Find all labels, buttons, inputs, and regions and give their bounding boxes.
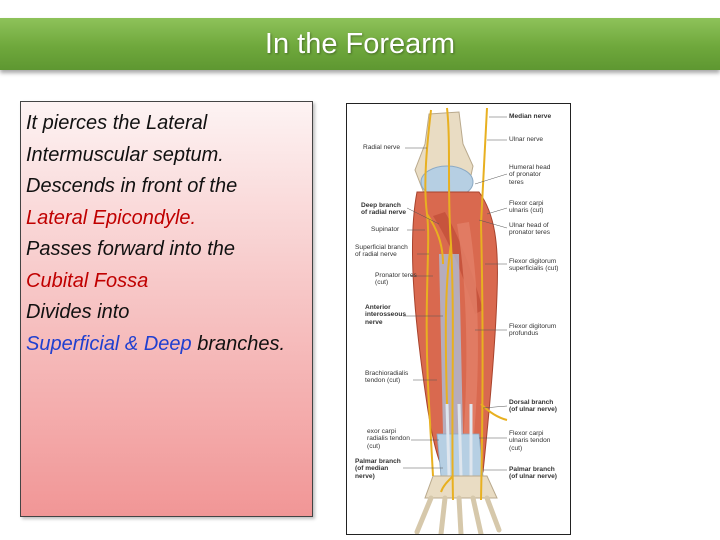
hand-bones — [414, 495, 502, 534]
figure-label: Pronator teres (cut) — [375, 272, 417, 287]
text-line: Passes forward into the — [26, 234, 314, 266]
text-line: Superficial & Deep branches. — [26, 329, 314, 361]
figure-label: Dorsal branch (of ulnar nerve) — [509, 399, 557, 414]
figure-label: Deep branch of radial nerve — [361, 202, 407, 217]
flexor-digitorum — [457, 222, 478, 446]
slide-title: In the Forearm — [264, 28, 456, 60]
figure-label: Flexor carpi ulnaris tendon (cut) — [509, 430, 551, 452]
text-line-part: branches. — [191, 332, 286, 355]
figure-label: Flexor carpi ulnaris (cut) — [509, 200, 544, 215]
text-line: Intermuscular septum. — [26, 140, 314, 172]
figure-label: Humeral head of pronator teres — [509, 164, 551, 186]
dorsal-branch-ulnar-nerve — [480, 403, 508, 421]
text-line: Descends in front of the — [26, 171, 314, 203]
figure-label: Flexor digitorum profundus — [509, 323, 557, 338]
forearm-illustration — [403, 107, 508, 534]
leader-lines — [403, 116, 508, 471]
ulnar-nerve — [479, 107, 488, 501]
tendons — [445, 403, 473, 477]
text-line-part: Divides into — [26, 301, 130, 323]
nerves — [424, 107, 508, 501]
text-line-part: Lateral Epicondyle. — [26, 206, 197, 229]
figure-label: Ulnar head of pronator teres — [509, 222, 551, 237]
figure-label: Palmar branch (of ulnar nerve) — [509, 466, 557, 481]
text-line-part: Superficial & Deep — [26, 332, 192, 355]
text-line: Lateral Epicondyle. — [26, 203, 314, 235]
figure-label: Radial nerve — [363, 144, 401, 151]
figure-label: Ulnar nerve — [509, 136, 544, 143]
text-line-part: Cubital Fossa — [26, 269, 149, 292]
figure-label: Brachioradialis tendon (cut) — [365, 370, 409, 385]
figure-label: Median nerve — [509, 113, 552, 120]
deep-branch-radial-nerve — [426, 213, 444, 265]
wrist-bones — [424, 475, 498, 499]
palmar-branch-median-nerve — [440, 475, 454, 493]
figure-label: Anterior interosseous nerve — [365, 304, 407, 326]
interosseous-membrane — [439, 254, 463, 434]
figure-label: exor carpi radialis tendon (cut) — [367, 428, 410, 450]
figure-label: Palmar branch (of median nerve) — [355, 458, 401, 480]
figure-label: Flexor digitorum superficialis (cut) — [509, 258, 559, 273]
radial-nerve — [424, 109, 434, 477]
text-line: Cubital Fossa — [26, 266, 314, 298]
text-line-part: Passes forward into the — [26, 238, 235, 260]
text-line: It pierces the Lateral — [26, 108, 314, 140]
figure-label: Superficial branch of radial nerve — [355, 244, 408, 259]
text-line: Divides into — [26, 297, 314, 329]
median-nerve — [446, 107, 454, 501]
title-bar: In the Forearm — [0, 18, 720, 70]
figure-label: Supinator — [371, 226, 400, 233]
text-line-part: Descends in front of the — [26, 175, 238, 197]
text-line-part: It pierces the Lateral — [26, 112, 208, 134]
anterior-interosseous-nerve — [444, 243, 452, 405]
text-line-part: Intermuscular septum. — [26, 143, 224, 166]
